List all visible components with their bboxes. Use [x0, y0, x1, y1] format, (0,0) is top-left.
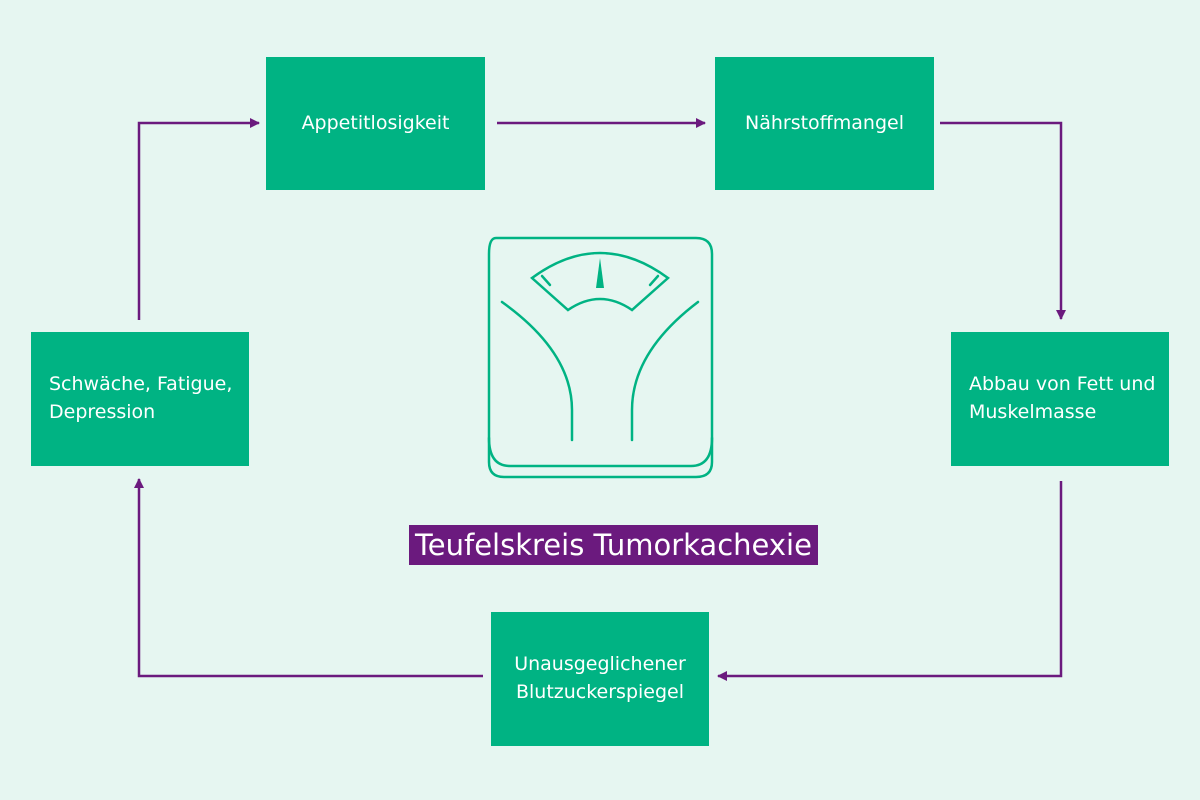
node-nutrient: Nährstoffmangel	[715, 57, 934, 190]
diagram-title: Teufelskreis Tumorkachexie	[409, 525, 818, 565]
node-appetite: Appetitlosigkeit	[266, 57, 485, 190]
node-bloodsugar-line-2: Blutzuckerspiegel	[515, 681, 685, 703]
node-weakness: Schwäche, Fatigue, Depression	[31, 332, 249, 466]
node-breakdown-line-2: Muskelmasse	[969, 401, 1097, 423]
arrow-bloodsugar-to-weakness	[134, 478, 483, 678]
bathroom-scale-icon	[487, 236, 714, 479]
node-bloodsugar-line-1: Unausgeglichener	[514, 653, 686, 676]
arrow-weakness-to-appetite	[137, 118, 260, 320]
arrow-breakdown-to-bloodsugar	[717, 481, 1063, 681]
node-weakness-line-2: Depression	[49, 401, 156, 423]
node-weakness-line-1: Schwäche, Fatigue,	[49, 373, 233, 396]
arrow-nutrient-to-breakdown	[940, 121, 1066, 320]
node-bloodsugar: Unausgeglichener Blutzuckerspiegel	[491, 612, 709, 746]
node-breakdown: Abbau von Fett und Muskelmasse	[951, 332, 1169, 466]
node-nutrient-line-1: Nährstoffmangel	[745, 111, 904, 134]
node-breakdown-line-1: Abbau von Fett und	[969, 373, 1156, 396]
node-appetite-line-1: Appetitlosigkeit	[301, 111, 450, 134]
